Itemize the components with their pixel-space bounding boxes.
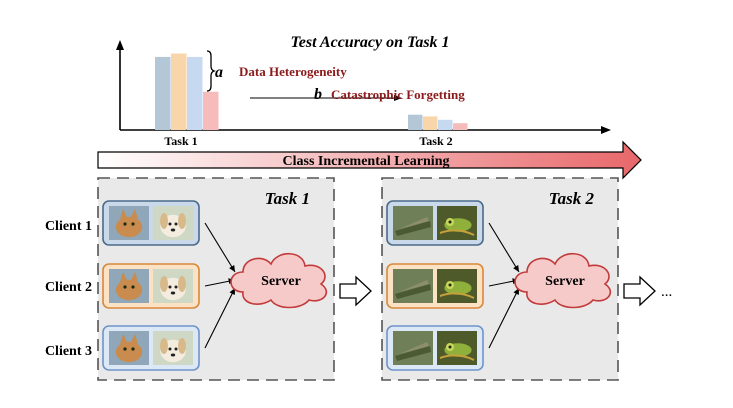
continuation-ellipsis: ... bbox=[661, 284, 672, 300]
heterogeneity-brace bbox=[206, 50, 217, 92]
server-cloud-icon bbox=[230, 252, 327, 309]
annotation-b-letter: b bbox=[314, 86, 322, 103]
server-cloud-icon bbox=[514, 252, 611, 309]
chart-bars bbox=[155, 53, 468, 130]
bar-task-2-series-4 bbox=[453, 123, 468, 130]
client-label-1: Client 1 bbox=[45, 219, 92, 234]
panel-transition-arrow bbox=[339, 275, 372, 307]
cat-image bbox=[109, 269, 149, 303]
upload-arrowhead bbox=[229, 265, 235, 272]
dog-image bbox=[153, 269, 193, 303]
class-incremental-banner: Class Incremental Learning bbox=[97, 140, 642, 180]
upload-arrowhead bbox=[513, 265, 519, 272]
client-label-3: Client 3 bbox=[45, 344, 92, 359]
annotation-a-label: Data Heterogeneity bbox=[239, 64, 347, 79]
crocodile-image bbox=[393, 269, 433, 303]
banner-arrow bbox=[97, 140, 642, 180]
bar-task-2-series-3 bbox=[438, 119, 453, 130]
client-box-3 bbox=[102, 325, 200, 371]
upload-arrowhead bbox=[229, 288, 235, 295]
chart-y-axis-arrowhead bbox=[116, 40, 124, 50]
bar-task-1-series-1 bbox=[155, 56, 171, 130]
bar-task-2-series-1 bbox=[408, 114, 423, 130]
client-box-2 bbox=[386, 263, 484, 309]
banner-label: Class Incremental Learning bbox=[283, 154, 450, 169]
task-panel-title: Task 1 bbox=[265, 189, 310, 208]
annotation-b-label: Catastrophic Forgetting bbox=[331, 87, 465, 102]
dog-image bbox=[153, 206, 193, 240]
annotation-a-letter: a bbox=[215, 64, 223, 81]
chameleon-image bbox=[437, 331, 477, 365]
cat-image bbox=[109, 331, 149, 365]
client-box-1 bbox=[386, 200, 484, 246]
server-label: Server bbox=[545, 274, 585, 289]
bar-task-1-series-4 bbox=[203, 91, 219, 130]
upload-arrow bbox=[204, 287, 236, 349]
forgetting-arrowhead bbox=[394, 95, 402, 101]
task-panel-title: Task 2 bbox=[549, 189, 595, 208]
dog-image bbox=[153, 331, 193, 365]
cat-image bbox=[109, 206, 149, 240]
upload-arrow bbox=[488, 287, 520, 349]
client-box-1 bbox=[102, 200, 200, 246]
chameleon-image bbox=[437, 269, 477, 303]
chart-x-axis-arrowhead bbox=[601, 126, 611, 134]
client-box-2 bbox=[102, 263, 200, 309]
crocodile-image bbox=[393, 206, 433, 240]
client-box-3 bbox=[386, 325, 484, 371]
upload-arrow bbox=[204, 222, 236, 273]
chart-title: Test Accuracy on Task 1 bbox=[290, 34, 449, 51]
upload-arrow bbox=[488, 222, 520, 273]
bar-task-2-series-2 bbox=[423, 116, 438, 130]
bar-task-1-series-2 bbox=[171, 53, 187, 130]
crocodile-image bbox=[393, 331, 433, 365]
tick-label-task-2: Task 2 bbox=[419, 134, 452, 148]
continuation-arrow bbox=[623, 275, 656, 307]
chameleon-image bbox=[437, 206, 477, 240]
server-label: Server bbox=[261, 274, 301, 289]
tick-label-task-1: Task 1 bbox=[164, 134, 197, 148]
task-panel-1: Task 1 Server bbox=[97, 177, 335, 381]
bar-task-1-series-3 bbox=[187, 56, 203, 130]
task-panel-2: Task 2 Server bbox=[381, 177, 619, 381]
client-label-2: Client 2 bbox=[45, 280, 92, 295]
accuracy-chart: Test Accuracy on Task 1 Task 1 Task 2 a … bbox=[116, 34, 611, 148]
upload-arrowhead bbox=[513, 288, 519, 295]
